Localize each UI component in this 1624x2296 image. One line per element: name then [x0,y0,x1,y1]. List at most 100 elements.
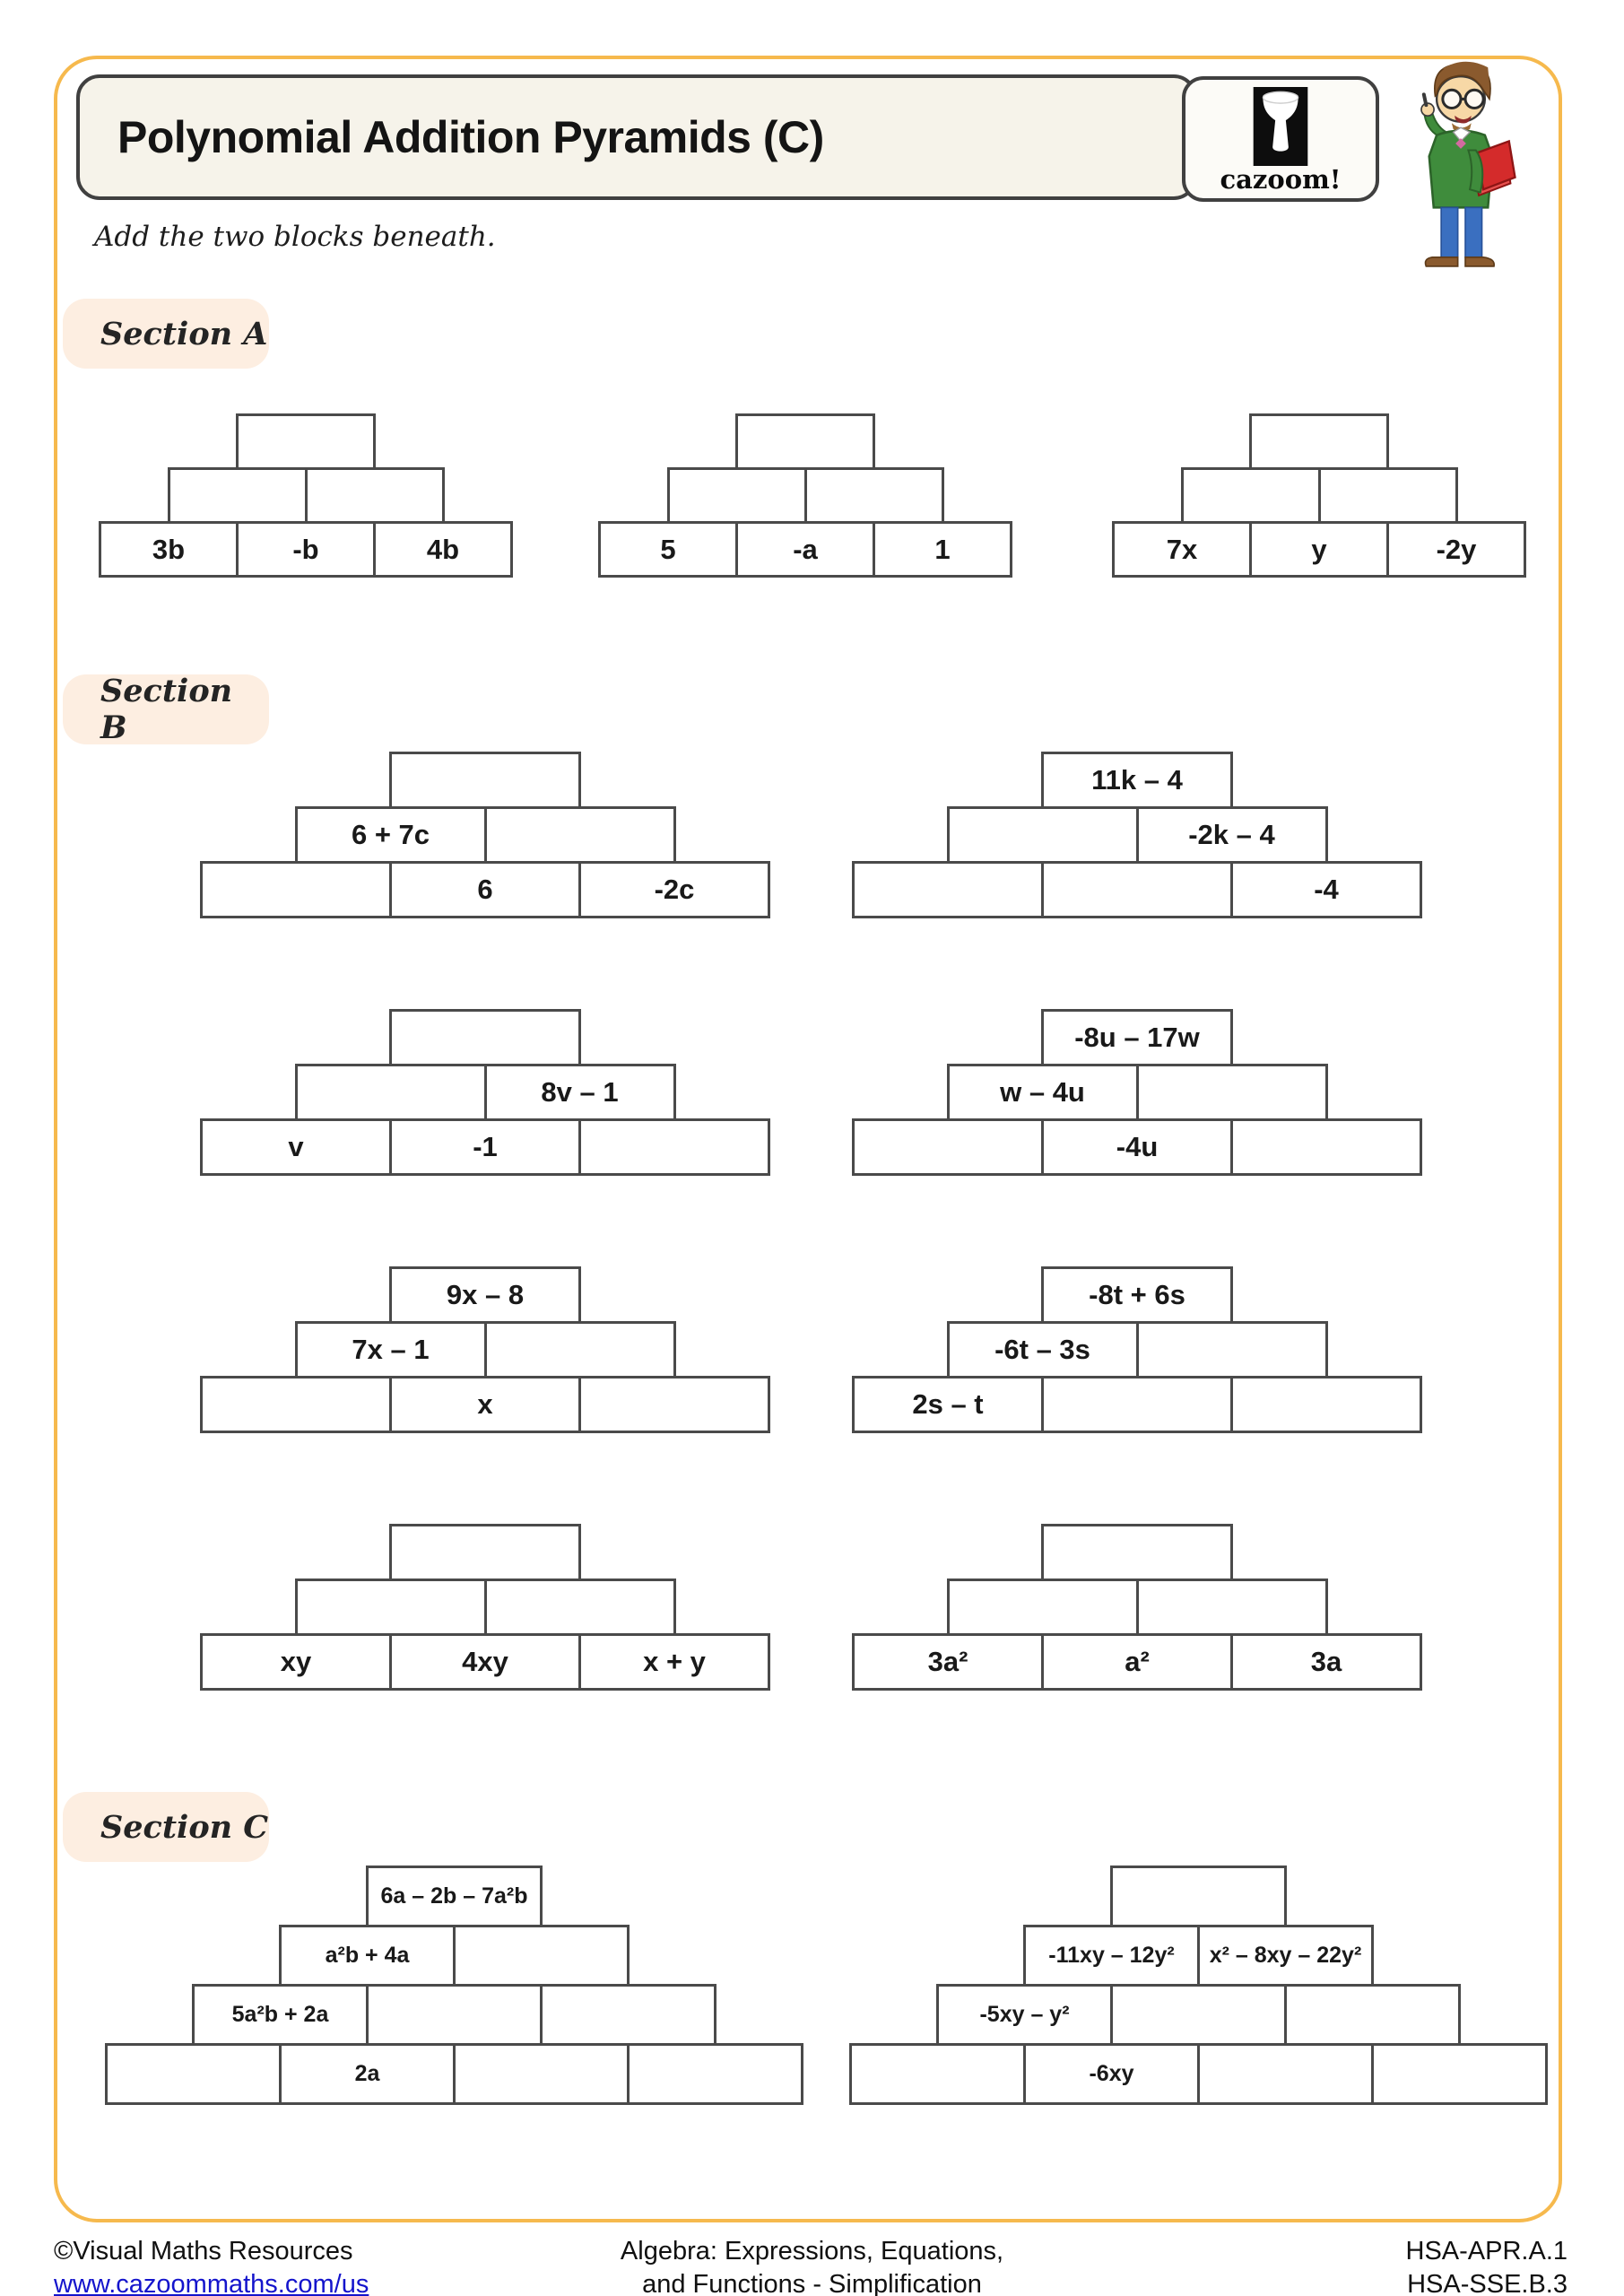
pyramid-block-empty[interactable] [1284,1984,1461,2046]
topic-line-2: and Functions - Simplification [642,2270,982,2296]
pyramid-block-given: 4xy [389,1633,581,1691]
pyramid-block-empty[interactable] [483,1578,676,1636]
website-link[interactable]: www.cazoommaths.com/us [54,2270,369,2296]
footer-attribution: ©Visual Maths Resources www.cazoommaths.… [54,2235,369,2296]
pyramid-block-given: 7x [1112,521,1252,578]
pyramid-block-given: -6xy [1023,2043,1200,2105]
pyramid-block-empty[interactable] [453,1925,630,1987]
pyramid-block-given: -4 [1230,861,1422,918]
pyramid-block-given: 2a [279,2043,456,2105]
pyramid-block-empty[interactable] [852,1118,1044,1176]
copyright-text: ©Visual Maths Resources [54,2237,353,2266]
pyramid-block-given: -8u – 17w [1041,1009,1233,1066]
pyramid-block-empty[interactable] [389,1524,581,1581]
pyramid-block-given: 3a² [852,1633,1044,1691]
pyramid-block-empty[interactable] [294,1578,487,1636]
pyramid-block-given: -11xy – 12y² [1023,1925,1200,1987]
pyramid-block-given: -2k – 4 [1135,806,1328,864]
pyramid-block-empty[interactable] [1317,467,1458,524]
pyramid-block-given: y [1249,521,1389,578]
pyramid-block-empty[interactable] [1135,1578,1328,1636]
pyramid-block-given: a² [1041,1633,1233,1691]
footer-topic: Algebra: Expressions, Equations, and Fun… [0,2235,1624,2296]
page-border-frame [54,56,1562,2222]
pyramid-block-empty[interactable] [852,861,1044,918]
pyramid-block-empty[interactable] [1249,413,1389,470]
pyramid-block-empty[interactable] [1041,861,1233,918]
pyramid-block-empty[interactable] [1180,467,1321,524]
pyramid-block-empty[interactable] [1110,1984,1287,2046]
pyramid-block-given: 9x – 8 [389,1266,581,1324]
pyramid-block-given: a²b + 4a [279,1925,456,1987]
pyramid-block-empty[interactable] [200,1376,392,1433]
pyramid-block-empty[interactable] [1135,1321,1328,1378]
pyramid-block-empty[interactable] [389,1009,581,1066]
drum-icon [1253,87,1308,166]
pyramid-block-empty[interactable] [167,467,308,524]
pyramid-block-given: x² – 8xy – 22y² [1197,1925,1374,1987]
pyramid-block-empty[interactable] [627,2043,803,2105]
pyramid-block-given: -2y [1386,521,1526,578]
pyramid-block-empty[interactable] [105,2043,282,2105]
pyramid-block-given: 6a – 2b – 7a²b [366,1866,543,1927]
pyramid-block-given: -1 [389,1118,581,1176]
pyramid-block-given: 6 + 7c [294,806,487,864]
pyramid-block-empty[interactable] [1135,1064,1328,1121]
section-a-label: Section A [63,299,269,369]
pyramid-block-empty[interactable] [294,1064,487,1121]
pyramid-block-given: -6t – 3s [946,1321,1139,1378]
pyramid-block-given: -b [236,521,376,578]
pyramid-block-given: -8t + 6s [1041,1266,1233,1324]
pyramid-block-empty[interactable] [1230,1118,1422,1176]
pyramid-block-given: 3a [1230,1633,1422,1691]
pyramid-block-given: 3b [99,521,239,578]
section-c-label: Section C [63,1792,269,1862]
pyramid-block-empty[interactable] [946,806,1139,864]
pyramid-block-empty[interactable] [453,2043,630,2105]
pyramid-block-empty[interactable] [735,413,875,470]
pyramid-block-empty[interactable] [483,1321,676,1378]
pyramid-block-empty[interactable] [803,467,944,524]
pyramid-block-empty[interactable] [946,1578,1139,1636]
cazoom-logo-text: cazoom! [1220,164,1342,195]
page-title: Polynomial Addition Pyramids (C) [117,112,824,162]
pyramid-block-empty[interactable] [578,1376,770,1433]
pyramid-block-empty[interactable] [540,1984,716,2046]
pyramid-block-empty[interactable] [1110,1866,1287,1927]
pyramid-block-empty[interactable] [304,467,445,524]
pyramid-block-empty[interactable] [389,752,581,809]
pyramid-block-given: -4u [1041,1118,1233,1176]
pyramid-block-given: -a [735,521,875,578]
cazoom-logo: cazoom! [1182,76,1379,202]
pyramid-block-empty[interactable] [1041,1376,1233,1433]
pyramid-block-given: 7x – 1 [294,1321,487,1378]
section-b-label: Section B [63,673,269,746]
pyramid-block-empty[interactable] [366,1984,543,2046]
pyramid-block-given: xy [200,1633,392,1691]
pyramid-block-empty[interactable] [1041,1524,1233,1581]
pyramid-block-empty[interactable] [1197,2043,1374,2105]
pyramid-block-empty[interactable] [849,2043,1026,2105]
footer-standards: HSA-APR.A.1 HSA-SSE.B.3 [1406,2235,1568,2296]
teacher-illustration [1420,61,1516,267]
pyramid-block-given: -2c [578,861,770,918]
pyramid-block-given: v [200,1118,392,1176]
title-box: Polynomial Addition Pyramids (C) [76,74,1197,200]
pyramid-block-given: 2s – t [852,1376,1044,1433]
pyramid-block-empty[interactable] [666,467,807,524]
pyramid-block-empty[interactable] [1371,2043,1548,2105]
pyramid-block-given: 1 [873,521,1012,578]
pyramid-block-given: 5 [598,521,738,578]
pyramid-block-empty[interactable] [1230,1376,1422,1433]
pyramid-block-empty[interactable] [200,861,392,918]
pyramid-block-given: w – 4u [946,1064,1139,1121]
pyramid-block-empty[interactable] [483,806,676,864]
standard-code-1: HSA-APR.A.1 [1405,2237,1568,2266]
pyramid-block-empty[interactable] [578,1118,770,1176]
pyramid-block-empty[interactable] [236,413,376,470]
pyramid-block-given: 11k – 4 [1041,752,1233,809]
topic-line-1: Algebra: Expressions, Equations, [620,2237,1004,2266]
pyramid-block-given: -5xy – y² [936,1984,1113,2046]
pyramid-block-given: 4b [373,521,513,578]
standard-code-2: HSA-SSE.B.3 [1407,2270,1568,2296]
